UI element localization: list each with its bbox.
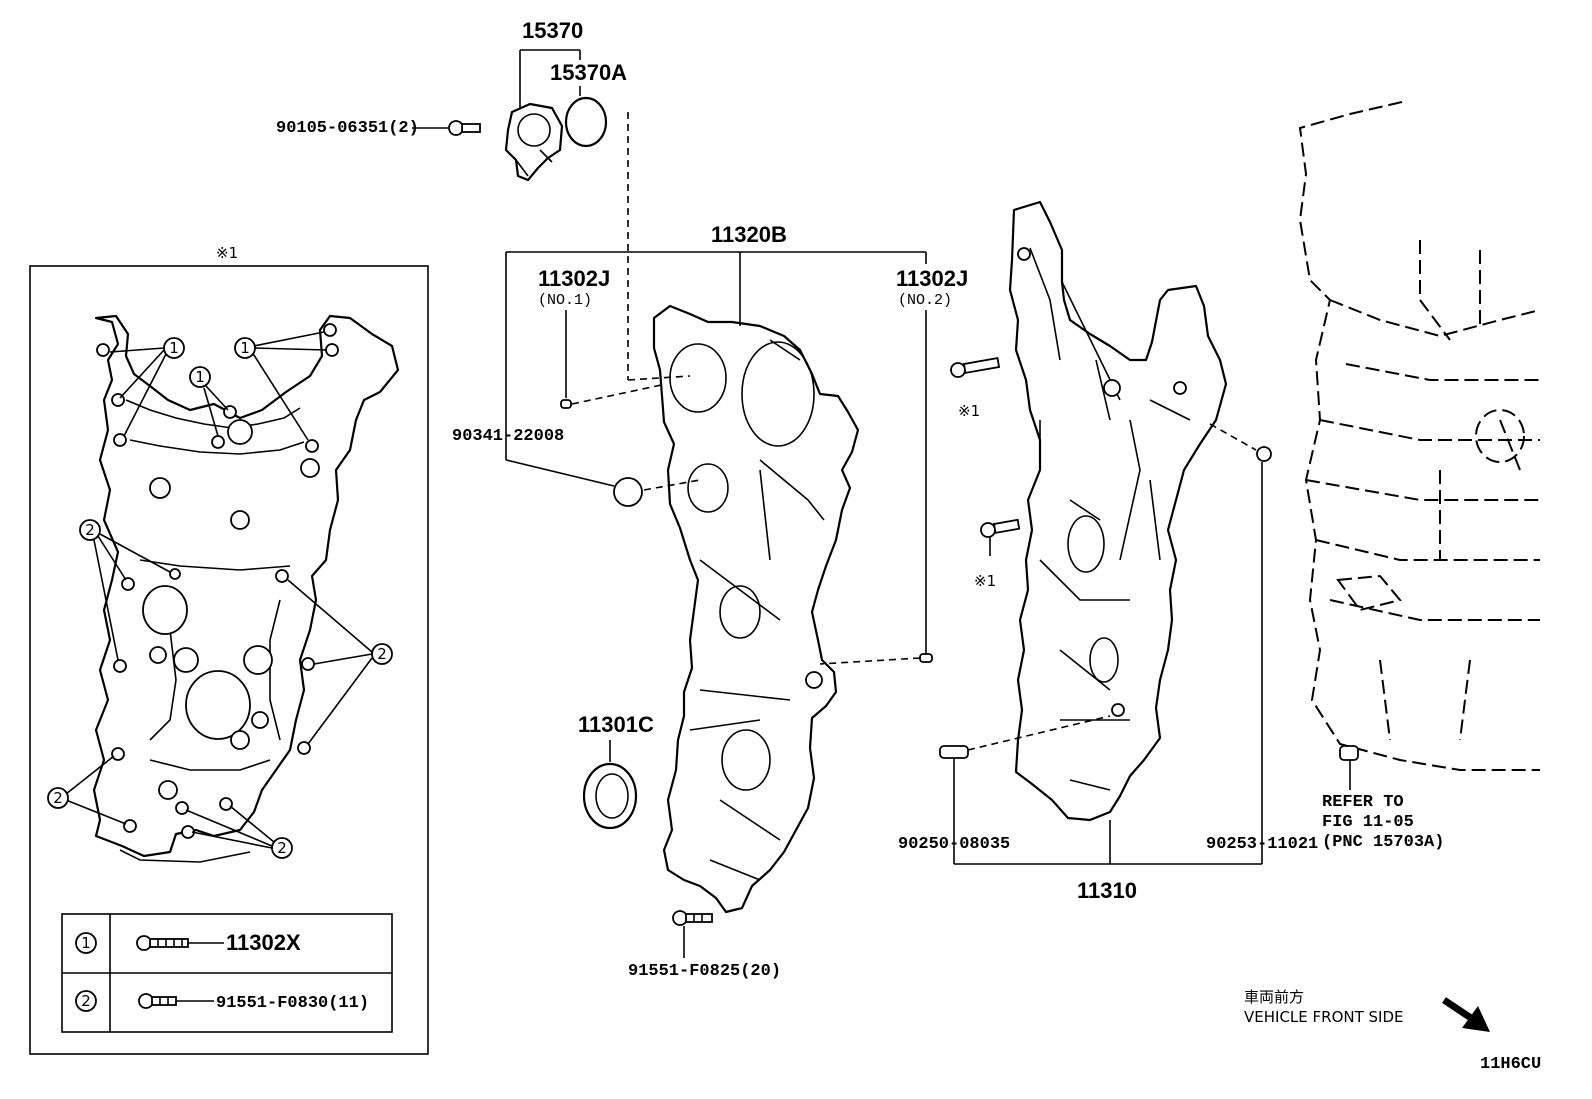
- part-11301C-group: 11301C: [578, 712, 654, 830]
- bolt-icon: [136, 935, 189, 951]
- label-11301C: 11301C: [578, 712, 654, 737]
- label-15370: 15370: [522, 18, 583, 43]
- inset-legend-table: 1 11302X 2 91551-F0830(11): [61, 913, 393, 1033]
- label-90341: 90341-22008: [452, 427, 564, 446]
- bolt-icon: [950, 357, 1001, 378]
- inset-hole: [230, 730, 250, 750]
- label-90253: 90253-11021: [1206, 835, 1318, 854]
- callout-2: 2: [377, 645, 387, 663]
- legend-key-1: 1: [81, 934, 91, 952]
- inset-hole: [300, 458, 320, 478]
- callout-1: 1: [240, 339, 250, 357]
- inset-gasket-outline: [92, 314, 400, 858]
- oil-seal: [582, 762, 638, 830]
- label-11302J-no2-sub: (NO.2): [898, 292, 952, 309]
- block-fitting: [1339, 745, 1359, 761]
- engine-block-ghost: REFER TO FIG 11-05 (PNC 15703A): [1298, 101, 1541, 852]
- inset-frame: [29, 265, 429, 1055]
- label-91551-F0825: 91551-F0825(20): [628, 962, 781, 981]
- mark1-label-a: ※1: [958, 402, 980, 420]
- bolt-icon: [980, 518, 1021, 538]
- label-11302J-no1: 11302J: [538, 266, 610, 291]
- mark1-label-b: ※1: [974, 572, 996, 590]
- legend-key-2: 2: [81, 992, 91, 1010]
- callout-2: 2: [85, 521, 95, 539]
- inset-callouts-1: 1 1 1: [109, 331, 327, 441]
- inset-hole: [142, 585, 188, 635]
- refer-line-1: REFER TO: [1322, 793, 1404, 812]
- part-15370-group: 15370 15370A 90105-06351(2): [276, 18, 691, 381]
- front-label-jp: 車両前方: [1244, 988, 1304, 1006]
- inset-hole: [243, 645, 273, 675]
- diagram-code: 11H6CU: [1480, 1055, 1541, 1074]
- oring-15370A: [564, 96, 608, 148]
- inset-hole: [149, 477, 171, 499]
- arrow-down-right-icon: [1442, 997, 1490, 1032]
- label-11310: 11310: [1077, 878, 1137, 903]
- callout-1: 1: [169, 339, 179, 357]
- inset-hole: [230, 510, 250, 530]
- dowel-pin-90250: [939, 745, 969, 759]
- inset-mark-label: ※1: [216, 244, 238, 262]
- inset-panel: ※1: [29, 244, 429, 1055]
- legend-part-1: 11302X: [226, 930, 301, 955]
- label-11320B: 11320B: [711, 222, 787, 247]
- inset-hole: [185, 670, 251, 740]
- callout-2: 2: [53, 789, 63, 807]
- inset-hole: [251, 711, 269, 729]
- label-11302J-no1-sub: (NO.1): [538, 292, 592, 309]
- label-90250: 90250-08035: [898, 835, 1010, 854]
- sensor-body: [504, 102, 564, 182]
- refer-line-2: FIG 11-05: [1322, 813, 1414, 832]
- vehicle-front-indicator: 車両前方 VEHICLE FRONT SIDE: [1244, 988, 1490, 1032]
- part-11310-group: ※1 ※1 90250-08035 90253-11021 11310: [898, 200, 1318, 903]
- inset-hole: [173, 647, 199, 673]
- bolt-icon: [448, 120, 481, 136]
- bolt-icon: [138, 993, 177, 1009]
- inset-callouts-2: 2 2 2 2: [47, 519, 393, 859]
- inset-gasket-inner: [119, 399, 305, 863]
- callout-2: 2: [277, 839, 287, 857]
- label-90105: 90105-06351(2): [276, 119, 419, 138]
- inset-bolt-holes: [96, 323, 339, 839]
- label-11302J-no2: 11302J: [896, 266, 968, 291]
- part-11320B-group: 11320B 11302J (NO.1) 11302J (NO.2) 90341…: [452, 222, 968, 981]
- plug-90253: [1256, 446, 1272, 462]
- legend-part-2: 91551-F0830(11): [216, 994, 369, 1013]
- label-15370A: 15370A: [550, 60, 627, 85]
- inset-hole: [158, 780, 178, 800]
- inset-hole: [149, 646, 167, 664]
- timing-cover-outline: [652, 304, 860, 914]
- engine-case-outline: [1008, 200, 1228, 822]
- front-label-en: VEHICLE FRONT SIDE: [1244, 1008, 1404, 1026]
- refer-line-3: (PNC 15703A): [1322, 833, 1444, 852]
- callout-1: 1: [195, 368, 205, 386]
- bolt-icon: [672, 910, 713, 926]
- inset-hole: [227, 419, 253, 445]
- plug-90341: [613, 477, 643, 507]
